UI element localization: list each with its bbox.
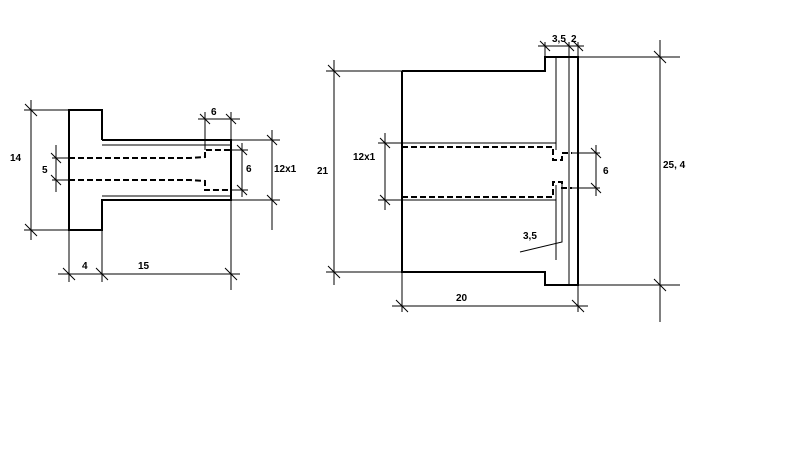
right-part-outline: [401, 56, 579, 286]
dim-35top-label: 3,5: [552, 34, 566, 45]
dim-6right-label: 6: [246, 164, 252, 175]
dim-14-label: 14: [10, 153, 22, 164]
left-part-outline: [68, 109, 232, 231]
right-part: 3,5 2 21 12x1 6 25, 4 3,5: [317, 34, 686, 322]
dim-6top-label: 6: [211, 107, 217, 118]
dim-15-label: 15: [138, 261, 150, 272]
left-hidden-bore-bottom: [69, 179, 231, 191]
dim-254-label: 25, 4: [663, 160, 686, 171]
left-hidden-bore-top: [69, 149, 231, 159]
dim-12x1-right-label: 12x1: [353, 152, 376, 163]
right-hidden-bore-bottom: [402, 181, 572, 198]
left-part: 14 5 6 6 12x1 4: [10, 100, 297, 290]
leader-35-label: 3,5: [523, 231, 537, 242]
dim-2-label: 2: [571, 34, 577, 45]
dim-6r-label: 6: [603, 166, 609, 177]
dim-20-label: 20: [456, 293, 468, 304]
dim-21-label: 21: [317, 166, 329, 177]
dim-12x1-left-label: 12x1: [274, 164, 297, 175]
right-hidden-bore-top: [402, 146, 572, 161]
leader-35: [519, 182, 563, 253]
dim-4-label: 4: [82, 261, 88, 272]
dim-5-label: 5: [42, 165, 48, 176]
